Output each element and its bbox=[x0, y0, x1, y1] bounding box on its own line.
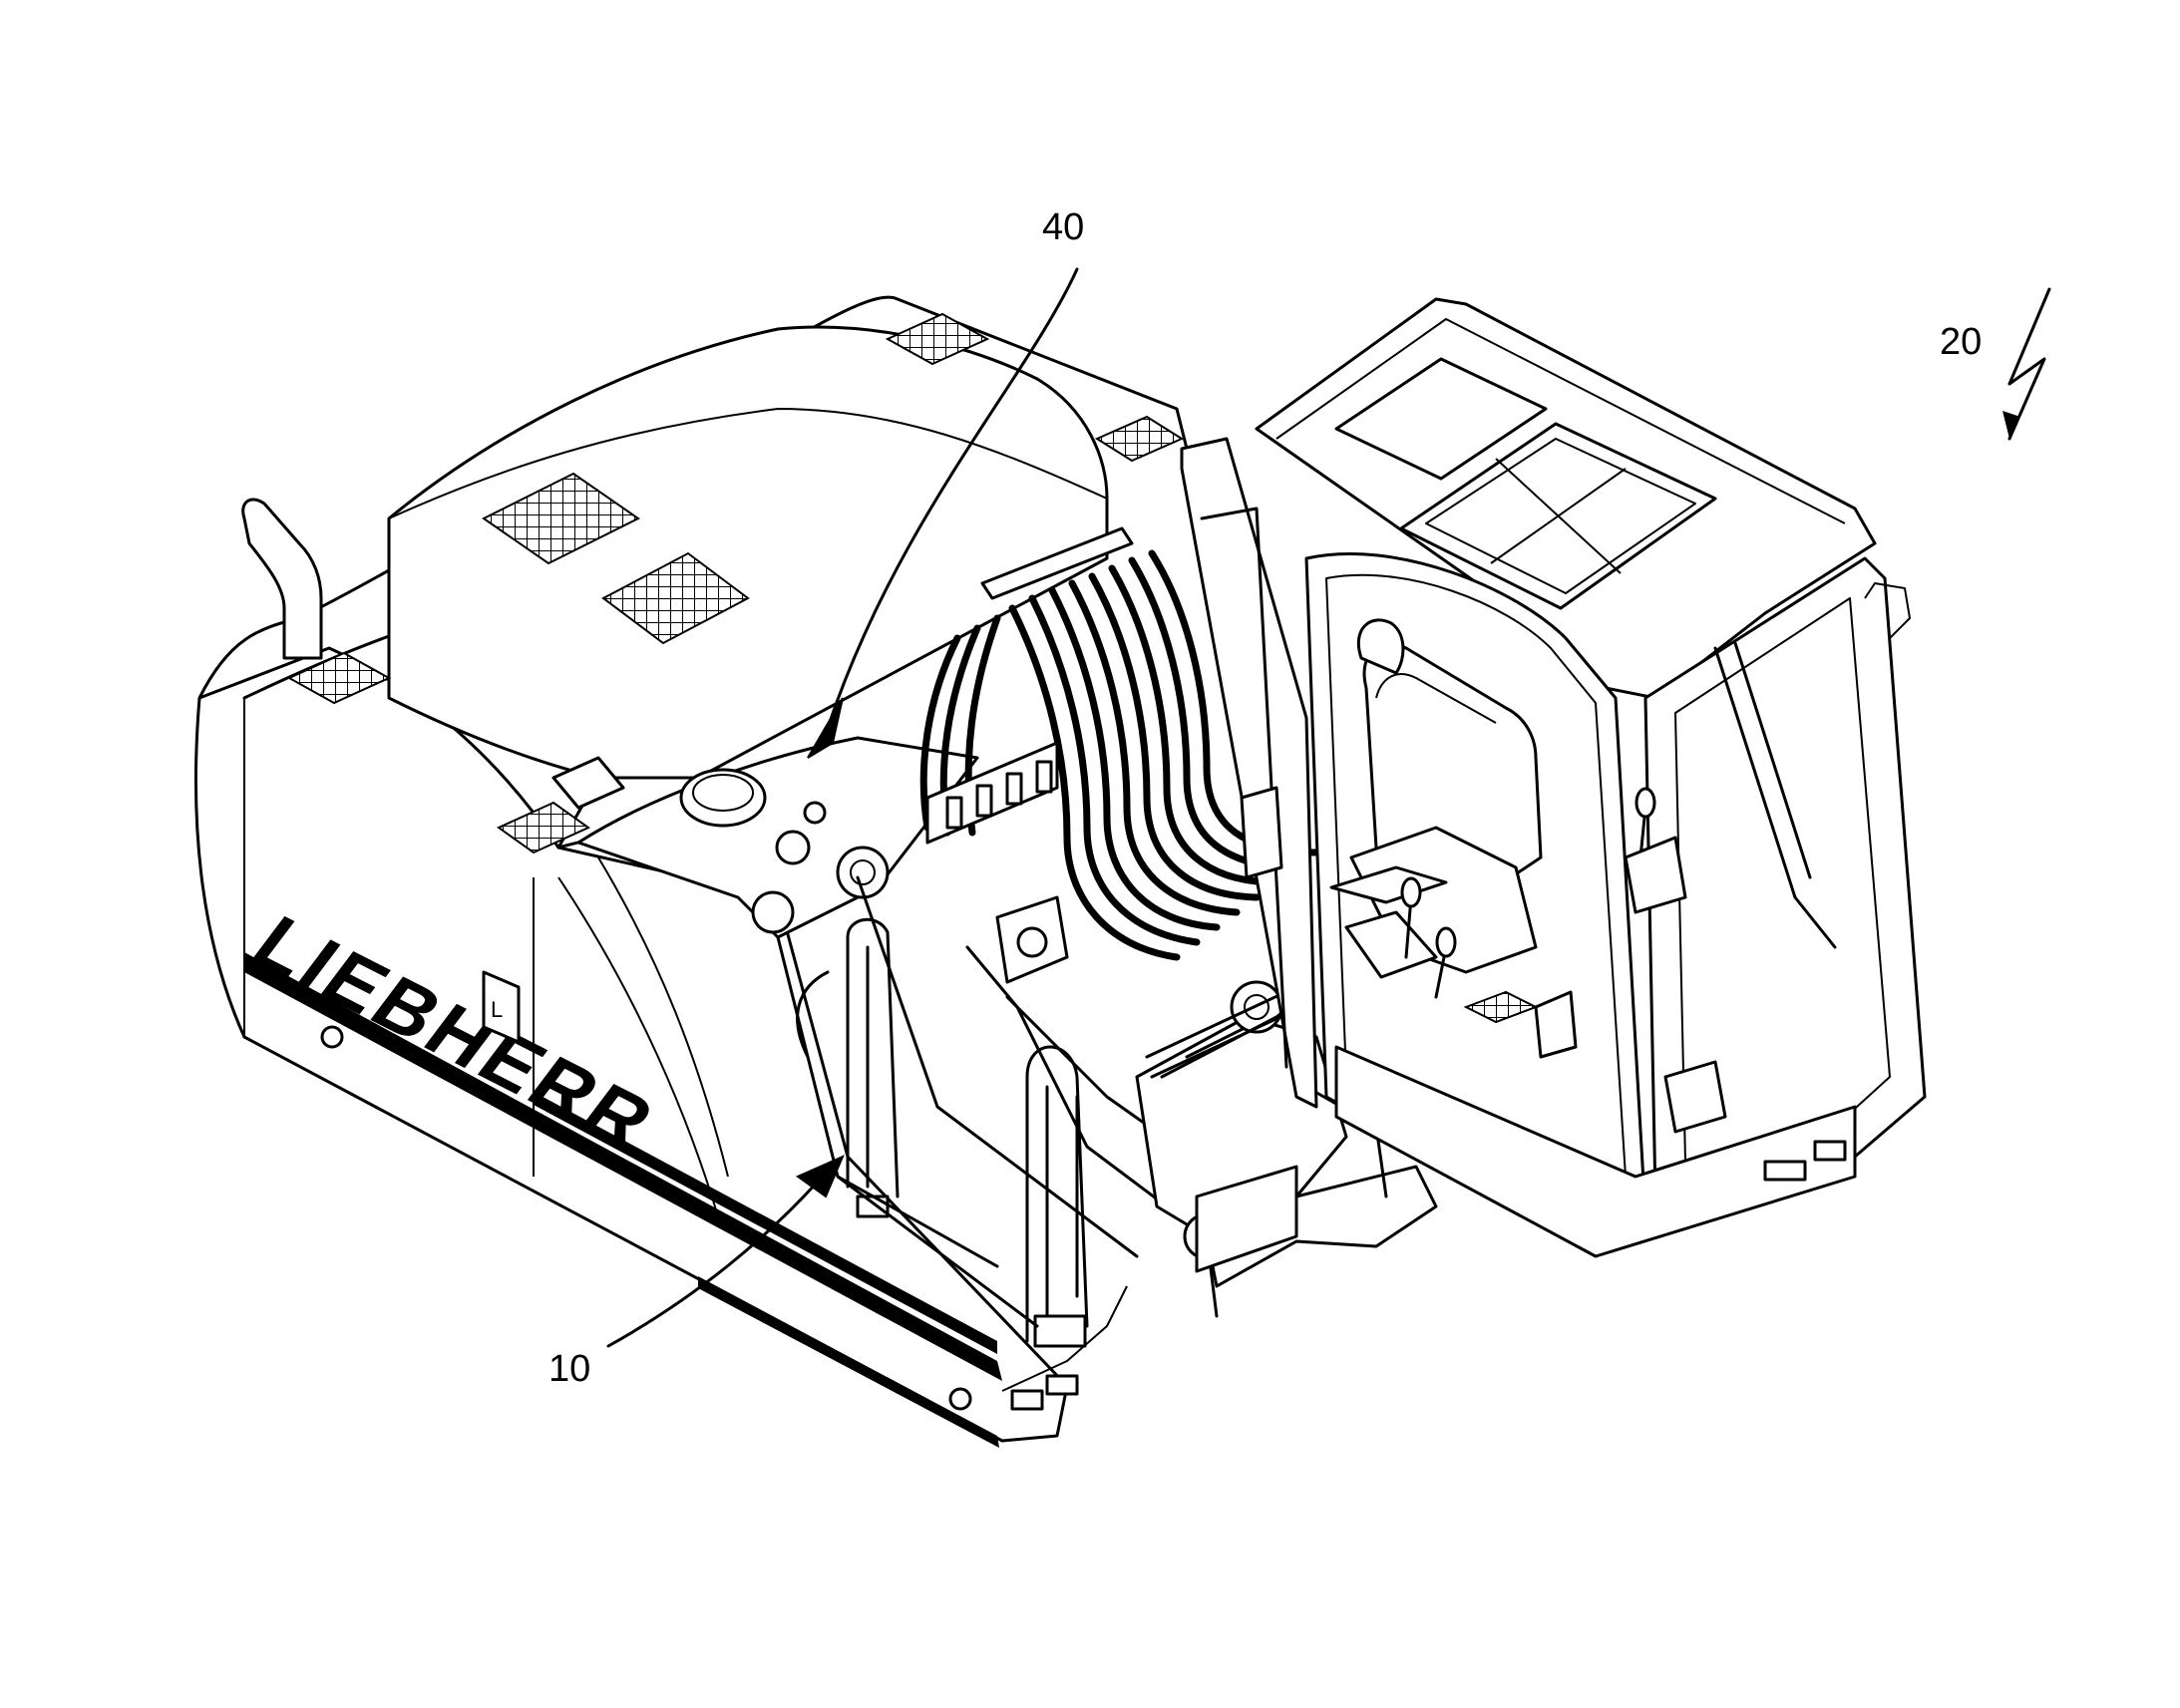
control-valve bbox=[995, 895, 1069, 984]
hydraulic-hose-bundle bbox=[919, 526, 1320, 961]
switch-letter: L bbox=[491, 997, 503, 1022]
cab-door-panel bbox=[1240, 786, 1283, 879]
leader-line-20 bbox=[2002, 287, 2051, 441]
engine-access-switch: L bbox=[482, 970, 521, 1044]
hydraulic-tank-deck bbox=[576, 736, 979, 939]
front-step-lights bbox=[1010, 1374, 1079, 1411]
side-bolt bbox=[320, 1025, 344, 1049]
ventilation-grilles bbox=[286, 312, 1185, 854]
reference-label-40: 40 bbox=[1042, 206, 1084, 248]
reference-label-10: 10 bbox=[548, 1348, 590, 1390]
hood-latch bbox=[551, 756, 625, 810]
operator-seat bbox=[1329, 618, 1543, 974]
side-stripes bbox=[244, 952, 1002, 1448]
side-bolt bbox=[948, 1387, 972, 1411]
exhaust-pipe bbox=[241, 498, 323, 660]
leader-line-10 bbox=[606, 1155, 845, 1348]
reference-label-20: 20 bbox=[1940, 321, 1982, 363]
leader-line-40 bbox=[807, 267, 1079, 759]
pivot-shaft bbox=[1145, 985, 1298, 1059]
control-console bbox=[1344, 787, 1727, 1134]
